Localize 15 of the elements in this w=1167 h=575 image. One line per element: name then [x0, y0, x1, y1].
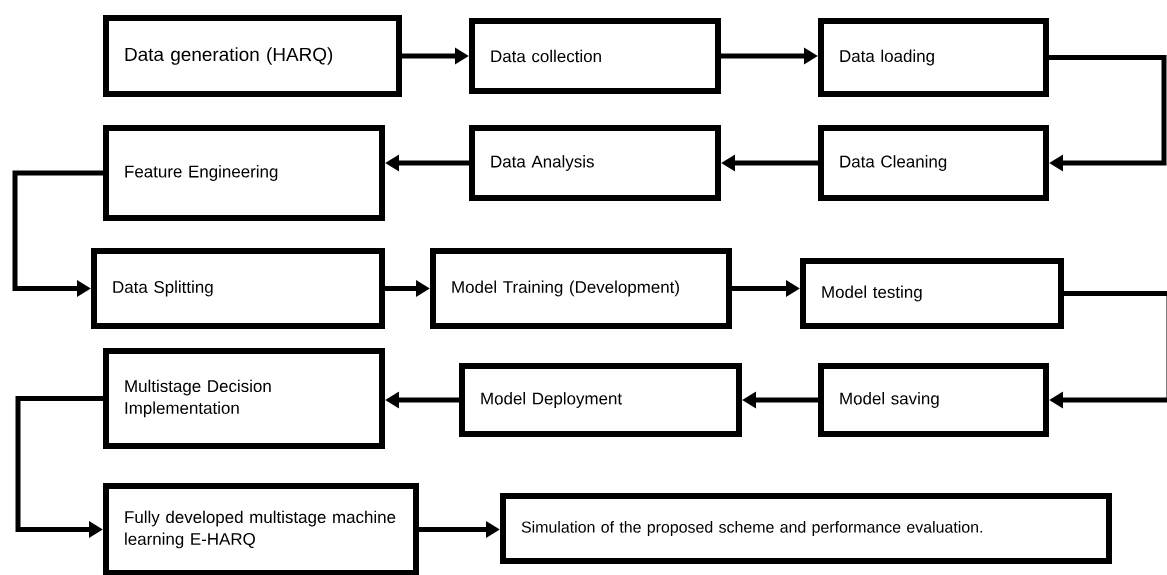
process-box: Data collection: [469, 18, 721, 94]
process-box: Data loading: [818, 18, 1049, 97]
process-box: Model saving: [818, 363, 1049, 437]
process-box: Fully developed multistage machine learning E-HARQ: [103, 483, 419, 575]
process-box: Data Splitting: [91, 248, 385, 329]
process-box: Simulation of the proposed scheme and performance evaluation.: [500, 493, 1112, 564]
process-box: Multistage Decision Implementation: [103, 348, 385, 449]
process-box: Data generation (HARQ): [103, 15, 402, 97]
process-box: Feature Engineering: [103, 125, 385, 221]
process-box: Model testing: [800, 258, 1064, 329]
process-box: Data Analysis: [469, 125, 721, 201]
process-box: Data Cleaning: [818, 125, 1049, 201]
process-box: Model Deployment: [459, 363, 742, 437]
process-box: Model Training (Development): [430, 248, 732, 329]
arrow: [1049, 55, 1167, 172]
